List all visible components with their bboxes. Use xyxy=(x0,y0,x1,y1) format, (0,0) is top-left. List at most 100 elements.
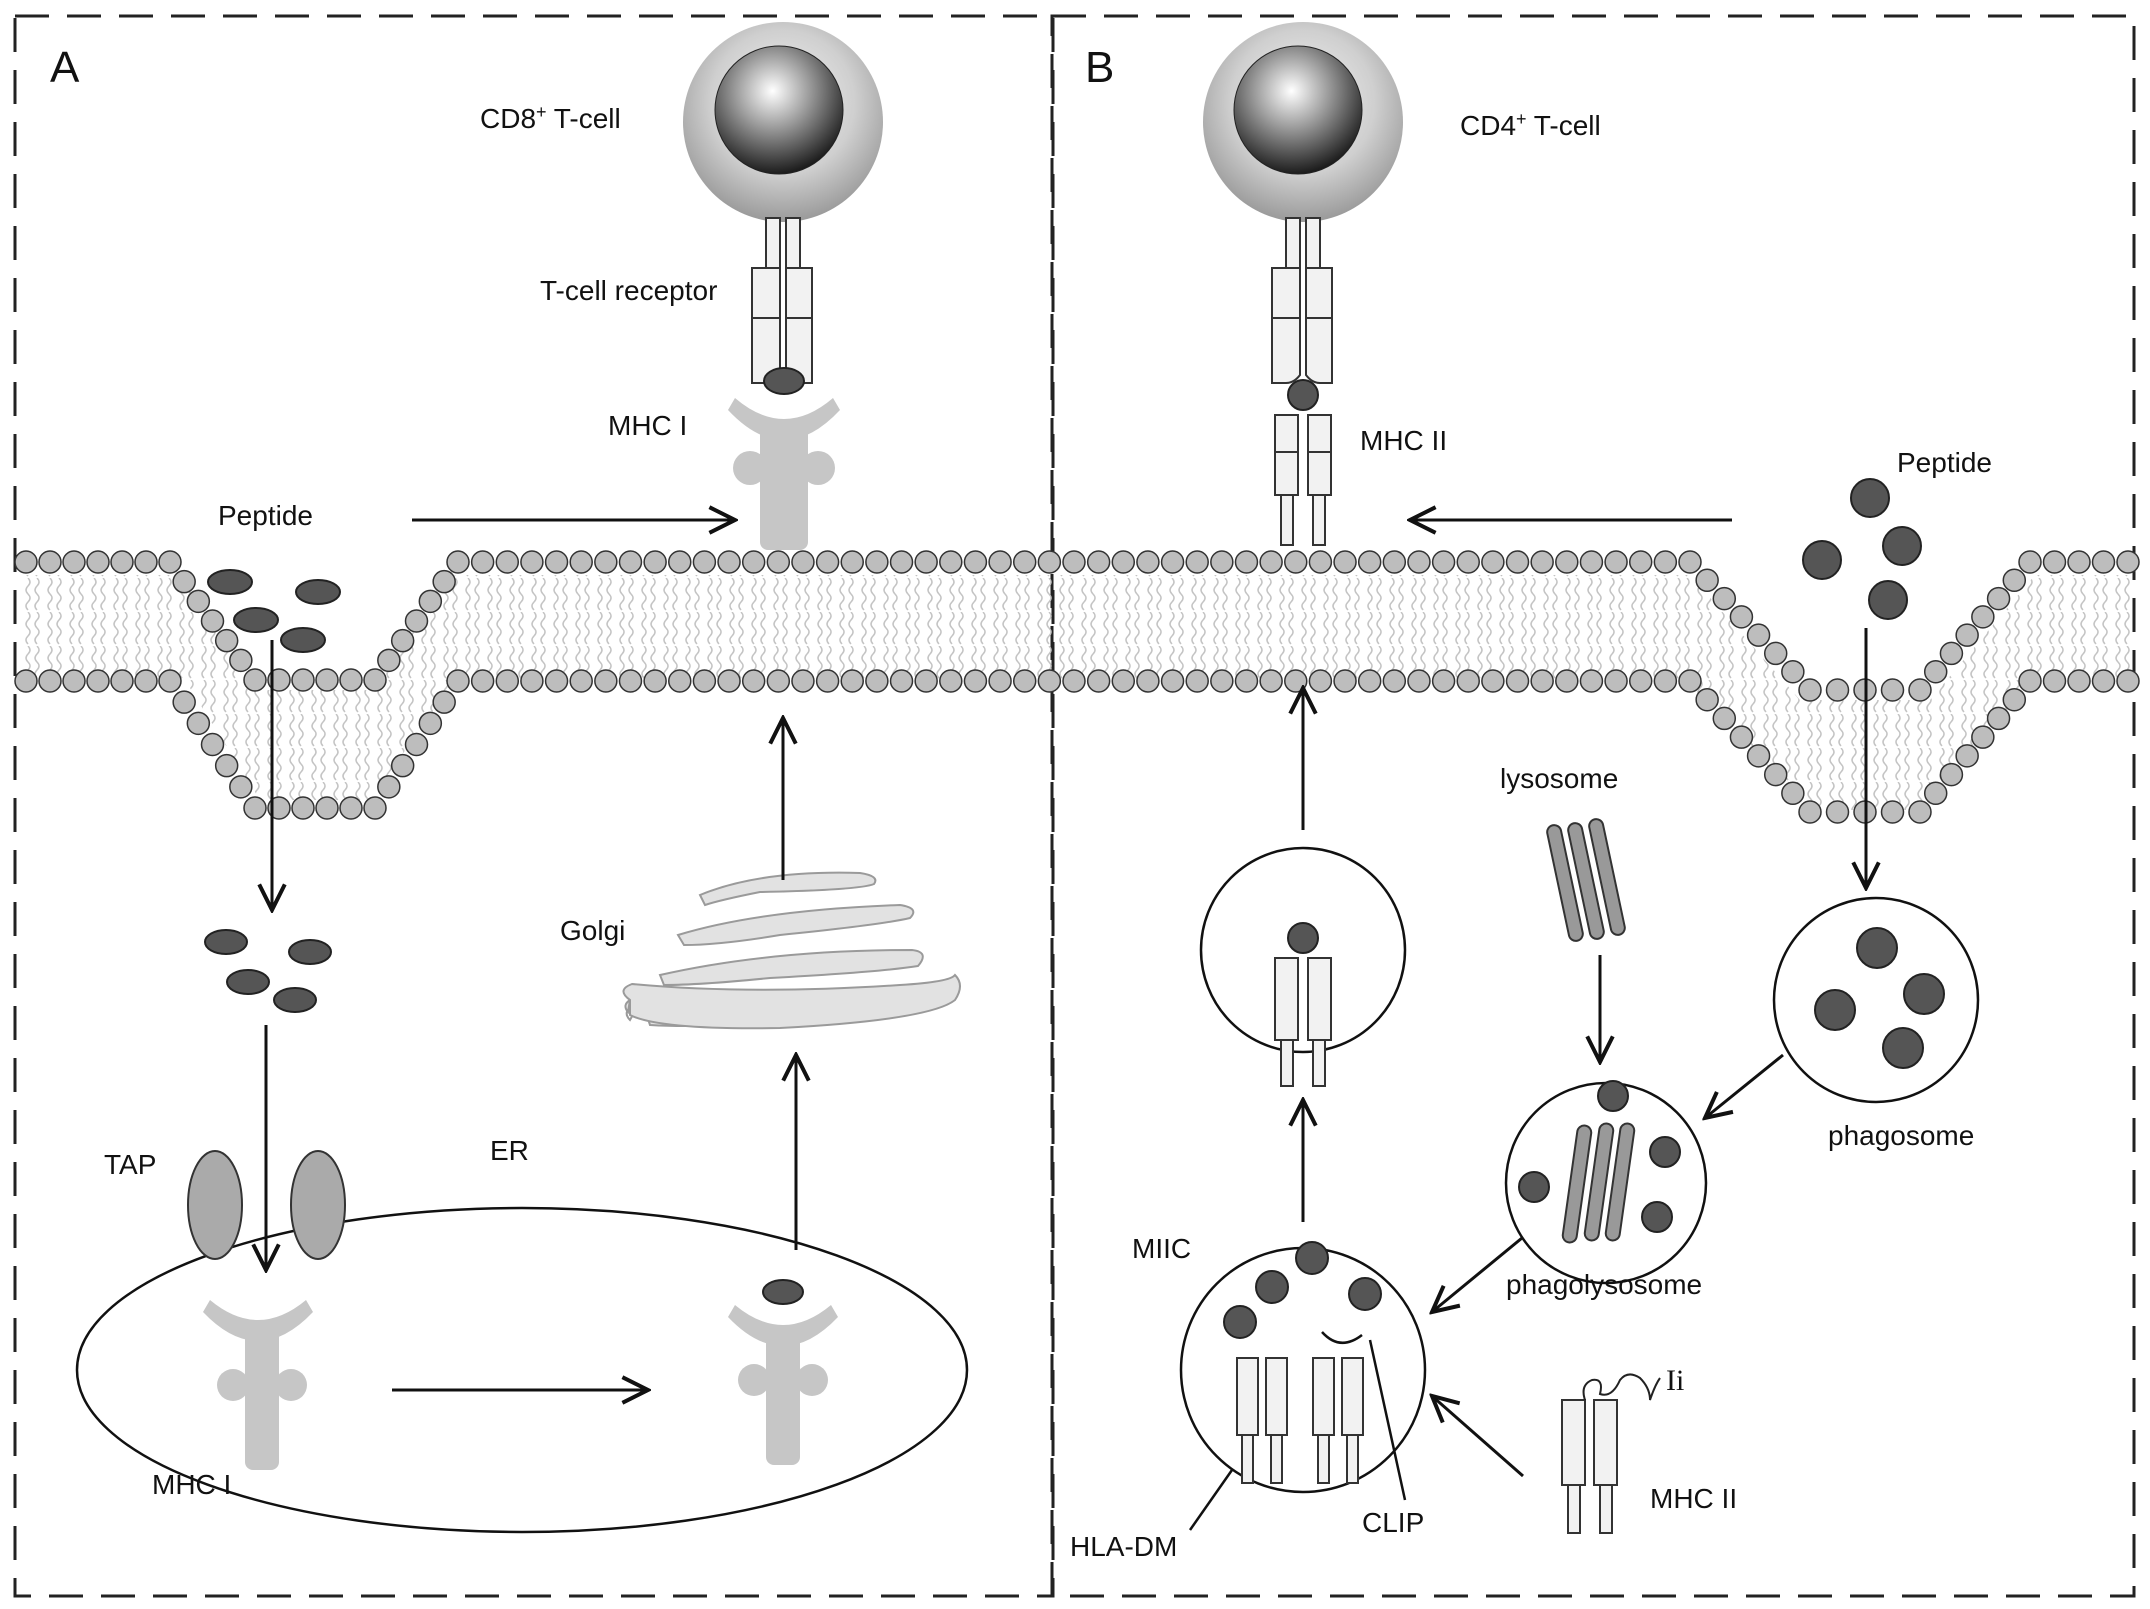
lipid-head xyxy=(134,550,158,574)
lipid-head xyxy=(2018,669,2042,693)
lipid-head xyxy=(741,669,766,693)
lipid-head xyxy=(186,589,211,614)
lipid-head xyxy=(840,669,864,693)
lipid-head xyxy=(200,609,225,633)
lipid-head xyxy=(1712,586,1737,611)
lipid-head xyxy=(14,669,38,693)
panel-a-frame xyxy=(13,14,1055,1598)
er-loaded-peptide xyxy=(762,1279,804,1305)
lipid-head xyxy=(1012,669,1037,693)
lipid-head xyxy=(1986,706,2011,731)
lipid-head xyxy=(495,550,520,574)
lipid-head xyxy=(1136,550,1160,574)
lipid-head xyxy=(1357,550,1382,574)
lipid-head xyxy=(1880,800,1905,824)
mhc2-transport-vesicle xyxy=(1199,846,1407,1087)
mhc1-er-empty xyxy=(203,1300,313,1470)
lipid-head xyxy=(214,753,239,778)
panel-b-frame xyxy=(1050,14,2136,1598)
mhc2-surface xyxy=(1274,414,1332,546)
lipid-head xyxy=(741,550,766,574)
lipid-head xyxy=(1431,669,1456,693)
lipid-head xyxy=(1604,669,1628,693)
lipid-head xyxy=(939,669,963,693)
lipid-head xyxy=(668,669,692,693)
lipid-head xyxy=(1505,550,1530,574)
arrow-phagolysosome-to-miic xyxy=(1432,1236,1523,1312)
lipid-head xyxy=(243,796,267,820)
lipid-head xyxy=(432,569,456,594)
lipid-head xyxy=(1037,550,1062,574)
membrane-head-groups xyxy=(14,550,2140,824)
lipid-head xyxy=(339,668,363,692)
miic-label: MIIC xyxy=(1132,1233,1191,1264)
lipid-head xyxy=(1481,669,1505,693)
lipid-head xyxy=(315,668,339,692)
lipid-head xyxy=(914,669,938,693)
lipid-head xyxy=(1825,678,1850,702)
lipid-head xyxy=(390,628,415,653)
lipid-head xyxy=(2042,550,2067,574)
lipid-head xyxy=(2091,550,2116,574)
lipid-head xyxy=(243,668,267,692)
lipid-head xyxy=(569,550,593,574)
lipid-head xyxy=(1555,669,1579,693)
mhc2-ii-complex xyxy=(1561,1373,1661,1534)
lipid-head xyxy=(1955,744,1979,768)
extracellular-peptides-b xyxy=(1802,478,1922,620)
golgi-apparatus xyxy=(622,871,961,1030)
lipid-head xyxy=(914,550,938,574)
lipid-head xyxy=(1939,762,1964,787)
lipid-head xyxy=(569,669,593,693)
clip-leader xyxy=(1368,1339,1407,1501)
lipid-head xyxy=(418,711,443,736)
lipid-head xyxy=(1284,550,1308,574)
cd8-t-cell-label: CD8+ T-cell xyxy=(480,102,621,134)
golgi-label: Golgi xyxy=(560,915,625,946)
lipid-head xyxy=(1798,678,1822,702)
lipid-head xyxy=(1729,725,1754,749)
lipid-head xyxy=(544,550,569,574)
lipid-head xyxy=(643,669,667,693)
mhc1-top-label: MHC I xyxy=(608,410,687,441)
lipid-head xyxy=(418,589,443,614)
lipid-head xyxy=(86,669,110,693)
lipid-head xyxy=(1530,550,1554,574)
lipid-head xyxy=(1062,550,1086,574)
lipid-head xyxy=(766,669,791,693)
lipid-head xyxy=(2116,550,2140,574)
lipid-head xyxy=(1086,669,1111,693)
lipid-head xyxy=(172,690,196,714)
phagosome-label: phagosome xyxy=(1828,1120,1974,1151)
lipid-head xyxy=(1136,669,1160,693)
lipid-head xyxy=(865,550,889,574)
lipid-head xyxy=(1308,669,1333,693)
lipid-head xyxy=(791,550,815,574)
lipid-head xyxy=(594,550,618,574)
lipid-head xyxy=(1530,669,1554,693)
lipid-head xyxy=(1653,669,1678,693)
cd8-t-cell xyxy=(683,22,883,222)
lipid-head xyxy=(692,550,717,574)
lipid-head xyxy=(446,550,470,574)
lipid-head xyxy=(1555,550,1579,574)
mhc1-bound-peptide xyxy=(763,367,805,395)
lipid-head xyxy=(1746,623,1771,647)
t-cell-receptor xyxy=(751,217,813,384)
lipid-head xyxy=(2067,550,2091,574)
t-cell-receptor-b xyxy=(1271,217,1333,384)
lipid-head xyxy=(1210,550,1234,574)
er-label: ER xyxy=(490,1135,529,1166)
lipid-head xyxy=(791,669,815,693)
lipid-head xyxy=(1695,568,1719,593)
lipid-head xyxy=(1986,586,2011,611)
t-cell-receptor-label: T-cell receptor xyxy=(540,275,717,306)
lipid-head xyxy=(865,669,889,693)
lipid-head xyxy=(404,732,429,757)
lipid-head xyxy=(2002,568,2027,593)
lipid-head xyxy=(766,550,791,574)
mhc2-bound-peptide xyxy=(1287,379,1319,411)
lipid-head xyxy=(1746,744,1771,768)
lipid-head xyxy=(1456,669,1480,693)
lipid-head xyxy=(363,796,387,820)
